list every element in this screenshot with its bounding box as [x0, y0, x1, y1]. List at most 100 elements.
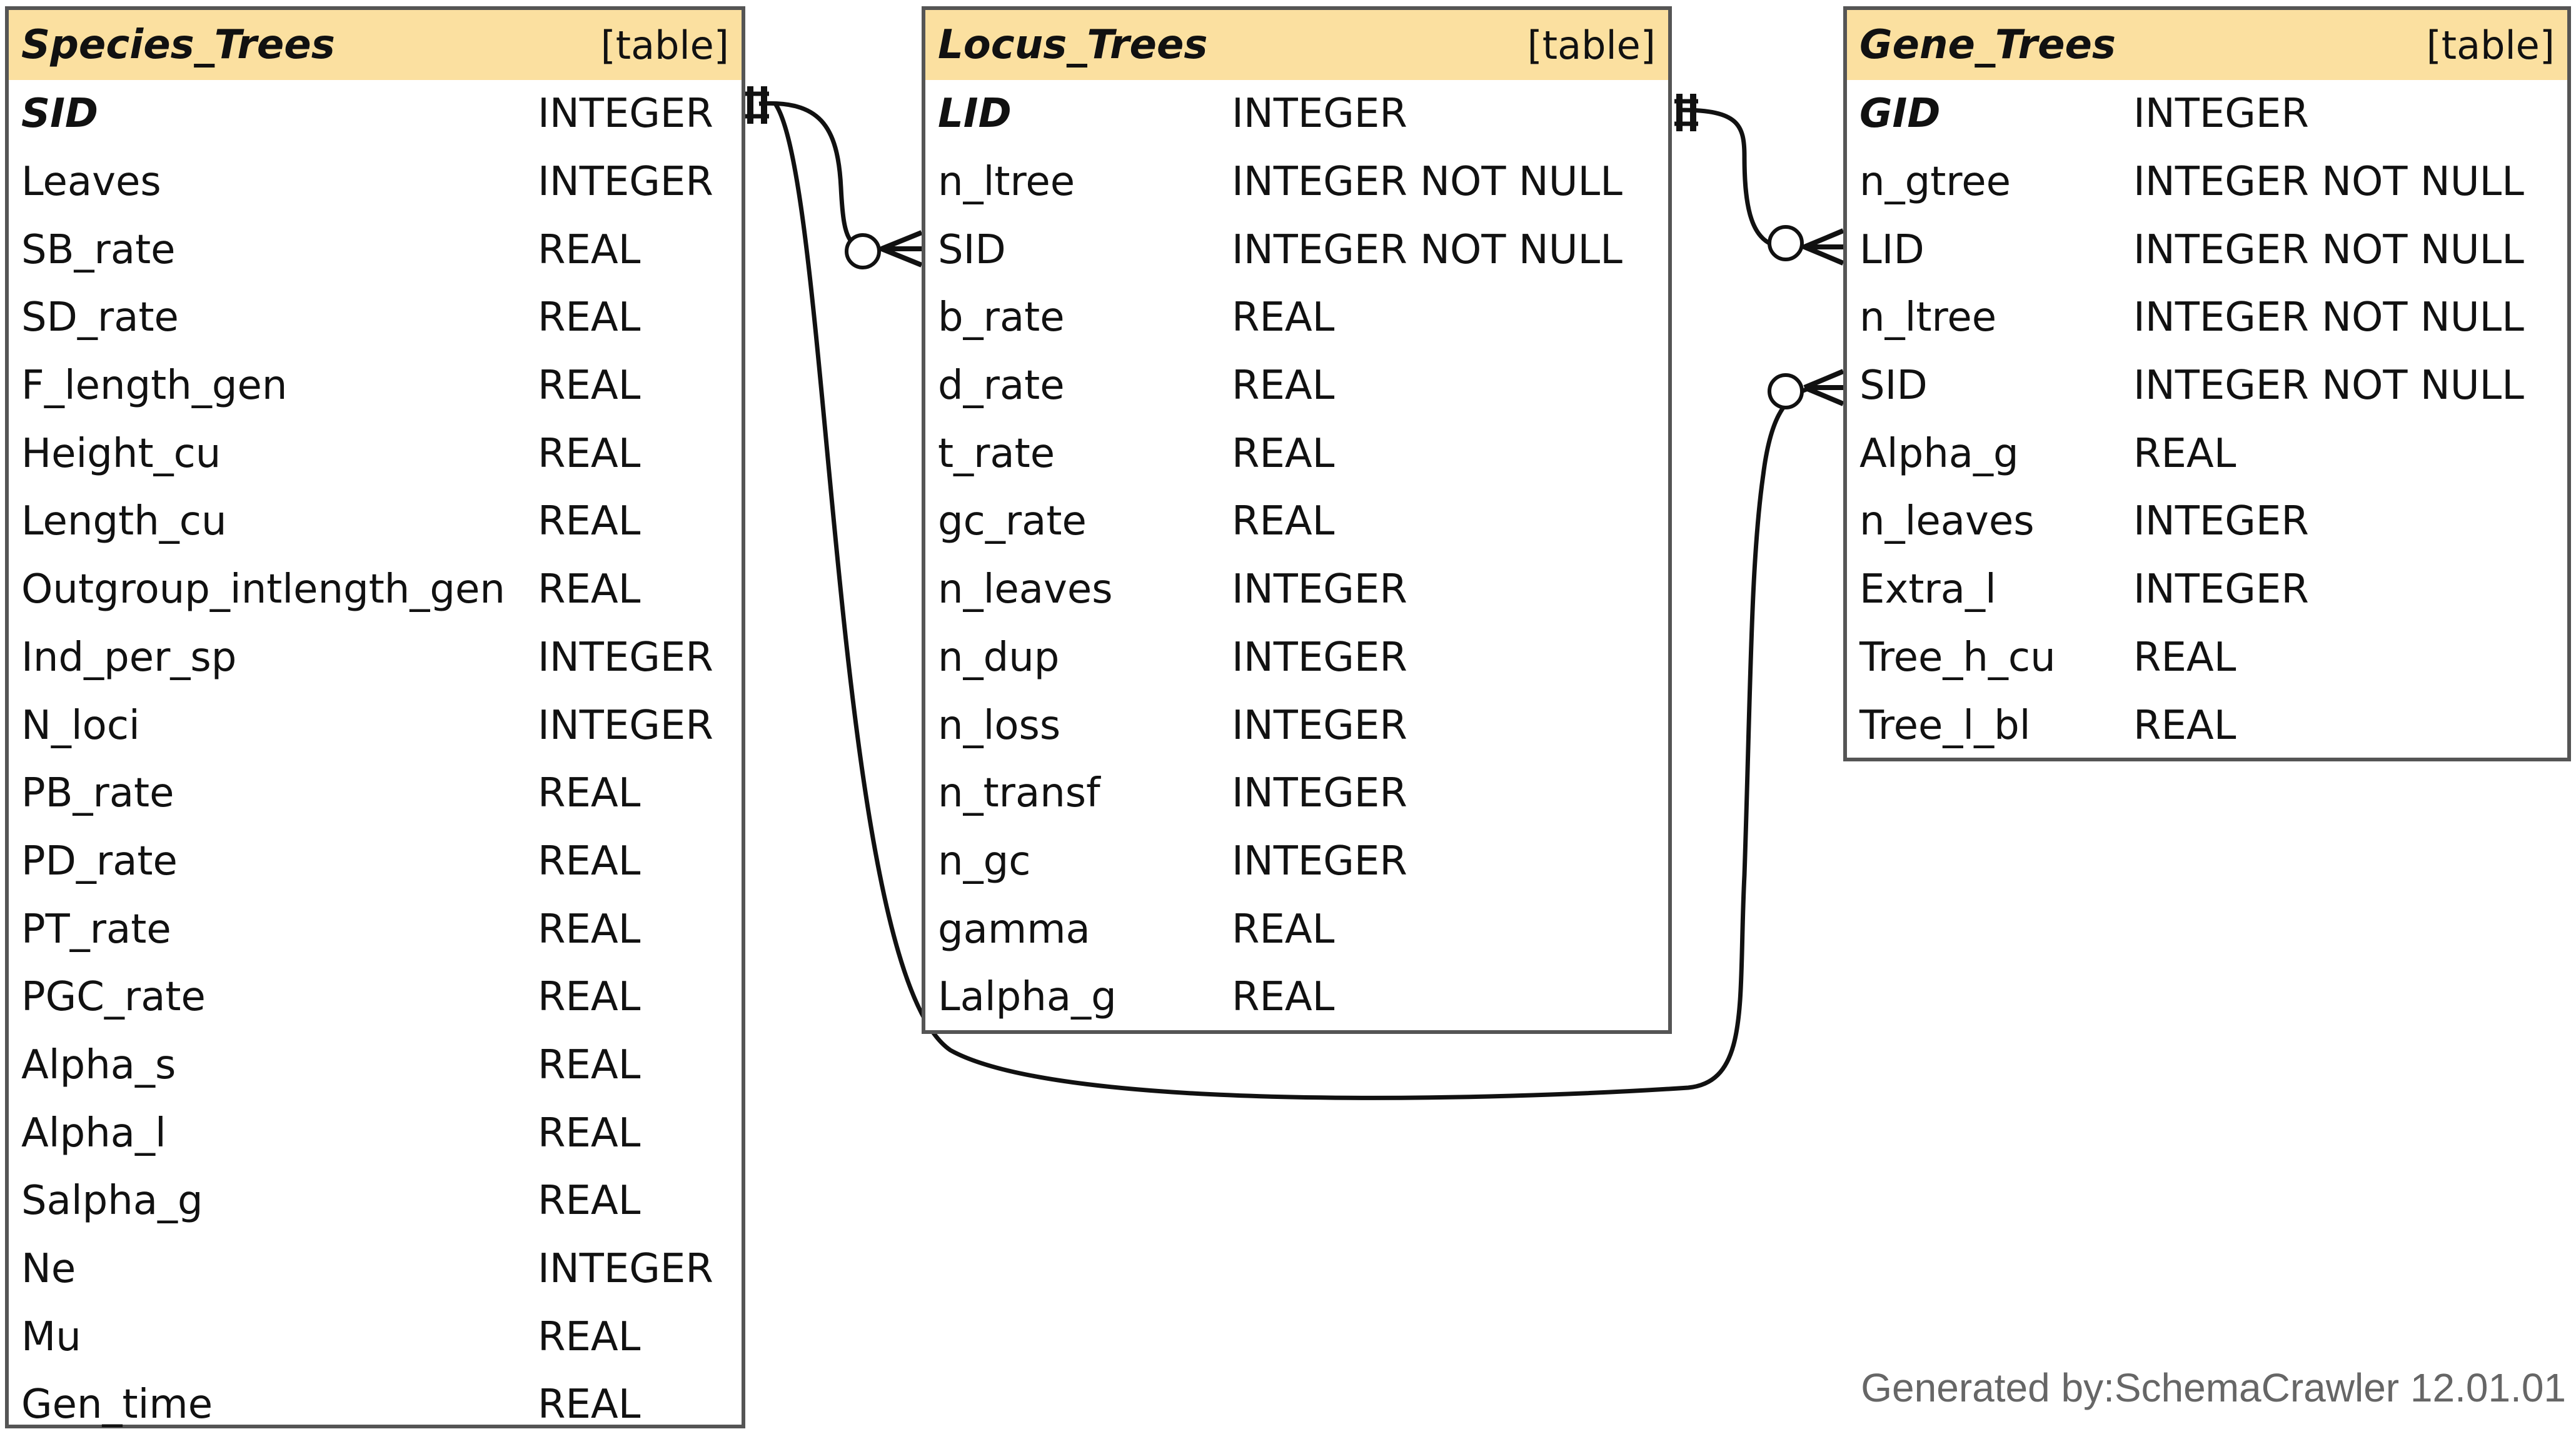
one-and-only-one-marker-locus	[1674, 94, 1698, 131]
table-header: Locus_Trees [table]	[925, 10, 1668, 80]
relationship-line-locus-gene	[1681, 108, 1843, 249]
column-type: REAL	[1232, 363, 1335, 409]
column-row[interactable]: n_ltree INTEGER NOT NULL	[1847, 284, 2567, 352]
column-type: INTEGER	[538, 91, 713, 138]
column-name: Leaves	[21, 159, 161, 206]
column-type: REAL	[1232, 294, 1335, 341]
column-row[interactable]: n_loss INTEGER	[925, 691, 1668, 760]
column-name: Lalpha_g	[938, 974, 1117, 1021]
column-name: n_transf	[938, 770, 1100, 817]
column-name: b_rate	[938, 294, 1065, 341]
column-type: INTEGER NOT NULL	[2133, 159, 2524, 206]
column-type: REAL	[538, 770, 641, 817]
column-name: Gen_time	[21, 1381, 213, 1428]
column-name: LID	[1859, 226, 1924, 273]
column-name: Extra_l	[1859, 566, 1996, 613]
column-name: PT_rate	[21, 906, 171, 953]
column-name: Alpha_g	[1859, 430, 2019, 477]
column-name: t_rate	[938, 430, 1055, 477]
column-type: REAL	[2133, 702, 2236, 749]
column-type: REAL	[1232, 430, 1335, 477]
column-name: Salpha_g	[21, 1178, 203, 1225]
column-type: REAL	[2133, 430, 2236, 477]
column-name: n_loss	[938, 702, 1061, 749]
column-name: n_gc	[938, 838, 1031, 885]
column-name: LID	[938, 91, 1012, 138]
column-row[interactable]: b_rate REAL	[925, 284, 1668, 352]
column-name: n_ltree	[938, 159, 1075, 206]
column-type: INTEGER	[1232, 702, 1407, 749]
column-row[interactable]: Tree_l_bl REAL	[1847, 691, 2567, 760]
column-name: N_loci	[21, 702, 140, 749]
column-row[interactable]: n_ltree INTEGER NOT NULL	[925, 148, 1668, 216]
column-type: INTEGER	[538, 634, 713, 681]
column-type: REAL	[538, 974, 641, 1021]
table-kind-label: [table]	[1527, 22, 1656, 68]
column-name: Tree_h_cu	[1859, 634, 2056, 681]
column-type: INTEGER NOT NULL	[2133, 294, 2524, 341]
column-type: INTEGER	[1232, 634, 1407, 681]
column-row[interactable]: Alpha_g REAL	[1847, 419, 2567, 488]
column-type: REAL	[538, 566, 641, 613]
column-name: n_ltree	[1859, 294, 1997, 341]
zero-or-many-marker-gene-lid	[1768, 225, 1844, 266]
zero-or-many-marker-gene-sid	[1768, 369, 1844, 409]
column-type: REAL	[538, 838, 641, 885]
column-row[interactable]: t_rate REAL	[925, 419, 1668, 488]
column-name: Mu	[21, 1313, 81, 1360]
column-name: Ne	[21, 1246, 76, 1293]
column-type: REAL	[538, 1110, 641, 1156]
zero-or-many-marker-locus-sid	[845, 230, 923, 269]
column-row[interactable]: Lalpha_g REAL	[925, 963, 1668, 1031]
generator-credit: Generated by:SchemaCrawler 12.01.01	[1861, 1365, 2566, 1410]
column-type: INTEGER NOT NULL	[1232, 226, 1623, 273]
column-type: INTEGER NOT NULL	[2133, 363, 2524, 409]
column-name: gc_rate	[938, 498, 1087, 545]
column-type: INTEGER NOT NULL	[1232, 159, 1623, 206]
column-type: REAL	[1232, 974, 1335, 1021]
column-name: SB_rate	[21, 226, 176, 273]
column-name: Tree_l_bl	[1859, 702, 2031, 749]
